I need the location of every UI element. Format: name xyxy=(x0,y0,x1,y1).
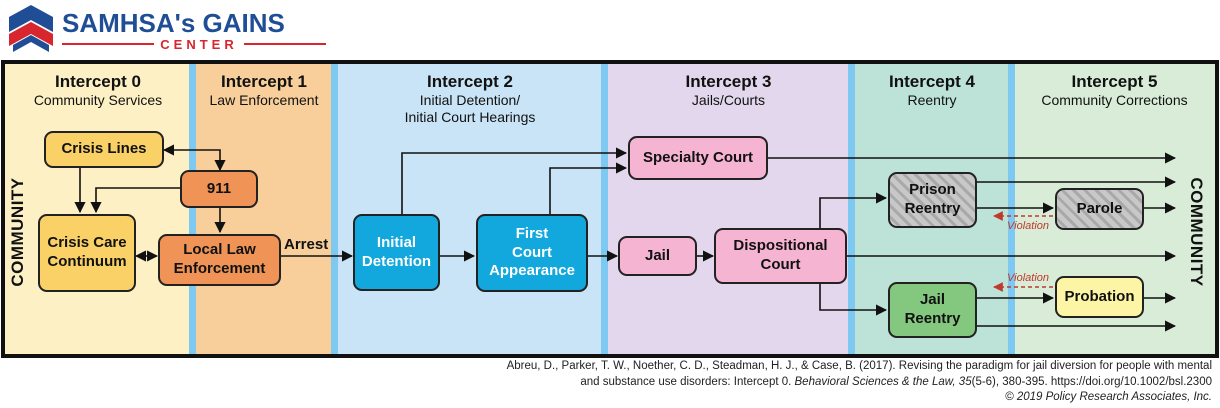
dispositional-label-2: Court xyxy=(760,256,801,273)
parole-node: Parole xyxy=(1055,188,1144,230)
initial-detention-node: Initial Detention xyxy=(353,214,440,291)
dispositional-label-1: Dispositional xyxy=(733,237,828,255)
citation-line-2a: and substance use disorders: Intercept 0… xyxy=(580,375,795,388)
arrow-dispositional-jail-reentry xyxy=(819,284,888,316)
citation-line-1: Abreu, D., Parker, T. W., Noether, C. D.… xyxy=(506,360,1212,372)
intercept-5-title: Intercept 5 xyxy=(1071,72,1158,91)
intercept-1-subtitle: Law Enforcement xyxy=(209,92,319,109)
citation-line-2c: (5-6), 380-395. https://doi.org/10.1002/… xyxy=(971,375,1212,388)
arrow-crisis-lines-911 xyxy=(162,144,226,172)
specialty-court-node: Specialty Court xyxy=(628,136,768,180)
intercept-2-header: Intercept 2 Initial Detention/ Initial C… xyxy=(335,72,605,126)
initial-detention-label-2: Detention xyxy=(361,252,432,270)
local-law-label-1: Local Law xyxy=(183,241,256,259)
citation-journal: Behavioral Sciences & the Law, 35 xyxy=(794,375,972,388)
intercept-4-subtitle: Reentry xyxy=(907,92,957,109)
jail-node: Jail xyxy=(618,236,697,276)
intercept-3-header: Intercept 3 Jails/Courts xyxy=(605,72,852,109)
violation-label-parole: Violation xyxy=(1007,220,1049,232)
intercept-0-subtitle: Community Services xyxy=(33,92,163,109)
probation-label: Probation xyxy=(1064,287,1135,305)
arrest-label: Arrest xyxy=(284,236,329,253)
local-law-enforcement-node: Local Law Enforcement xyxy=(158,234,281,286)
violation-label-probation: Violation xyxy=(1007,272,1049,284)
first-court-appearance-node: First Court Appearance xyxy=(476,214,588,292)
logo-line2: CENTER xyxy=(160,37,237,52)
arrow-detention-specialty xyxy=(401,147,628,214)
intercept-0-title: Intercept 0 xyxy=(55,72,141,91)
intercept-5-subtitle: Community Corrections xyxy=(1041,92,1188,109)
prison-reentry-label-1: Prison xyxy=(909,181,956,199)
intercept-3-subtitle: Jails/Courts xyxy=(691,92,766,109)
intercept-5-header: Intercept 5 Community Corrections xyxy=(1012,72,1217,109)
parole-label: Parole xyxy=(1076,199,1123,217)
initial-detention-label-1: Initial xyxy=(376,233,417,251)
prison-reentry-node: Prison Reentry xyxy=(888,172,977,228)
first-court-label-3: Appearance xyxy=(489,262,575,280)
intercept-dividers xyxy=(189,62,1015,356)
community-label-right: COMMUNITY xyxy=(1187,177,1206,287)
jail-reentry-node: Jail Reentry xyxy=(888,282,977,338)
jail-reentry-label-2: Reentry xyxy=(904,310,961,327)
intercept-2-title: Intercept 2 xyxy=(427,72,513,91)
crisis-care-label-2: Continuum xyxy=(47,253,127,270)
intercept-0-header: Intercept 0 Community Services xyxy=(3,72,193,109)
911-label: 911 xyxy=(206,179,232,197)
local-law-label-2: Enforcement xyxy=(173,260,266,277)
samhsa-gains-logo: SAMHSA's GAINS CENTER xyxy=(4,2,334,56)
intercept-1-title: Intercept 1 xyxy=(221,72,307,91)
crisis-lines-node: Crisis Lines xyxy=(44,131,164,168)
arrow-dispositional-prison xyxy=(819,192,888,228)
first-court-label-1: First xyxy=(515,224,549,242)
intercept-3-title: Intercept 3 xyxy=(685,72,772,91)
citation-line-2: and substance use disorders: Intercept 0… xyxy=(452,375,1212,391)
crisis-care-label-1: Crisis Care xyxy=(47,234,127,252)
intercept-3-band xyxy=(605,62,852,356)
dispositional-court-node: Dispositional Court xyxy=(714,228,847,284)
community-label-left: COMMUNITY xyxy=(8,177,27,287)
crisis-lines-label: Crisis Lines xyxy=(61,140,147,158)
jail-reentry-label-1: Jail xyxy=(919,291,945,309)
logo-line1: SAMHSA's GAINS xyxy=(62,8,285,38)
jail-label: Jail xyxy=(644,246,671,264)
911-node: 911 xyxy=(180,170,258,208)
intercept-2-subtitle-2: Initial Court Hearings xyxy=(404,109,536,126)
citation-copyright: © 2019 Policy Research Associates, Inc. xyxy=(1005,391,1212,404)
intercept-4-title: Intercept 4 xyxy=(889,72,975,91)
arrow-first-court-specialty xyxy=(549,162,628,214)
prison-reentry-label-2: Reentry xyxy=(904,200,961,217)
probation-node: Probation xyxy=(1055,276,1144,318)
citation: Abreu, D., Parker, T. W., Noether, C. D.… xyxy=(452,359,1212,406)
intercept-4-header: Intercept 4 Reentry xyxy=(852,72,1012,109)
intercept-2-band xyxy=(335,62,605,356)
intercept-1-band xyxy=(193,62,335,356)
logo-emblem-icon xyxy=(9,5,53,52)
specialty-court-label: Specialty Court xyxy=(642,148,754,166)
intercept-1-header: Intercept 1 Law Enforcement xyxy=(193,72,335,109)
first-court-label-2: Court xyxy=(512,243,552,261)
crisis-care-continuum-node: Crisis Care Continuum xyxy=(38,214,136,292)
arrow-911-care xyxy=(90,187,180,214)
diagram-frame xyxy=(1,60,1219,358)
intercept-2-subtitle: Initial Detention/ xyxy=(419,92,521,109)
